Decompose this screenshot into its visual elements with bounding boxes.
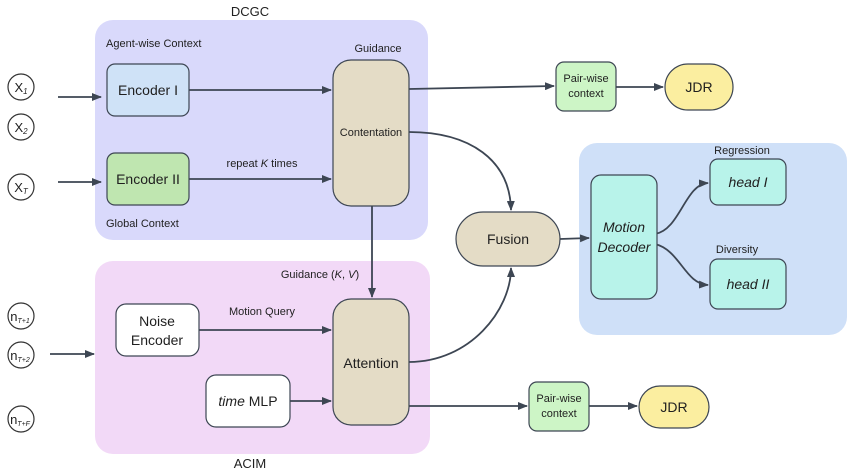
input-x1: X1 — [7, 73, 35, 101]
input-x2: X2 — [7, 113, 35, 141]
motion-decoder-box — [590, 174, 658, 300]
svg-text:X1: X1 — [14, 80, 27, 96]
connectors — [50, 82, 709, 410]
svg-text:XT: XT — [14, 180, 29, 196]
head-2-label: head II — [727, 276, 770, 292]
guidance-label: Guidance — [354, 43, 401, 55]
acim-title: ACIM — [234, 456, 267, 471]
diversity-label: Diversity — [716, 244, 759, 256]
fusion-label: Fusion — [487, 231, 529, 247]
jdr-bottom-label: JDR — [660, 399, 687, 415]
encoder-2-box — [106, 152, 190, 206]
input-n-tf: nT+F — [7, 405, 35, 433]
repeat-k-label: repeat K times — [227, 158, 298, 170]
pairwise-context-bottom-box — [528, 381, 590, 432]
encoder-1-label: Encoder I — [118, 82, 178, 98]
head-2-box — [709, 258, 787, 310]
motion-query-label: Motion Query — [229, 306, 296, 318]
global-context-label: Global Context — [106, 218, 179, 230]
dcgc-title: DCGC — [231, 4, 269, 19]
input-n-t1: nT+1 — [7, 302, 35, 330]
regression-label: Regression — [714, 145, 770, 157]
attention-box — [332, 298, 410, 426]
head-1-box — [709, 158, 787, 206]
time-mlp-box — [205, 374, 291, 428]
guidance-kv-label: Guidance (K, V) — [281, 269, 359, 281]
time-mlp-label: time MLP — [218, 393, 277, 409]
svg-text:X2: X2 — [14, 120, 28, 136]
svg-text:nT+2: nT+2 — [10, 348, 30, 364]
jdr-top-box — [664, 63, 734, 111]
fusion-box — [455, 211, 561, 267]
agent-context-label: Agent-wise Context — [106, 38, 201, 50]
attention-label: Attention — [343, 355, 398, 371]
encoder-2-label: Encoder II — [116, 171, 180, 187]
jdr-top-label: JDR — [685, 79, 712, 95]
encoder-1-box — [106, 63, 190, 117]
input-xt: XT — [7, 173, 35, 201]
contentation-label: Contentation — [340, 127, 402, 139]
pairwise-context-top-box — [555, 61, 617, 112]
noise-encoder-box — [115, 303, 200, 357]
input-n-t2: nT+2 — [7, 341, 35, 369]
contentation-box — [332, 59, 410, 207]
head-1-label: head I — [729, 174, 768, 190]
svg-text:nT+F: nT+F — [10, 412, 31, 428]
svg-text:nT+1: nT+1 — [10, 309, 30, 325]
jdr-bottom-box — [638, 385, 710, 429]
